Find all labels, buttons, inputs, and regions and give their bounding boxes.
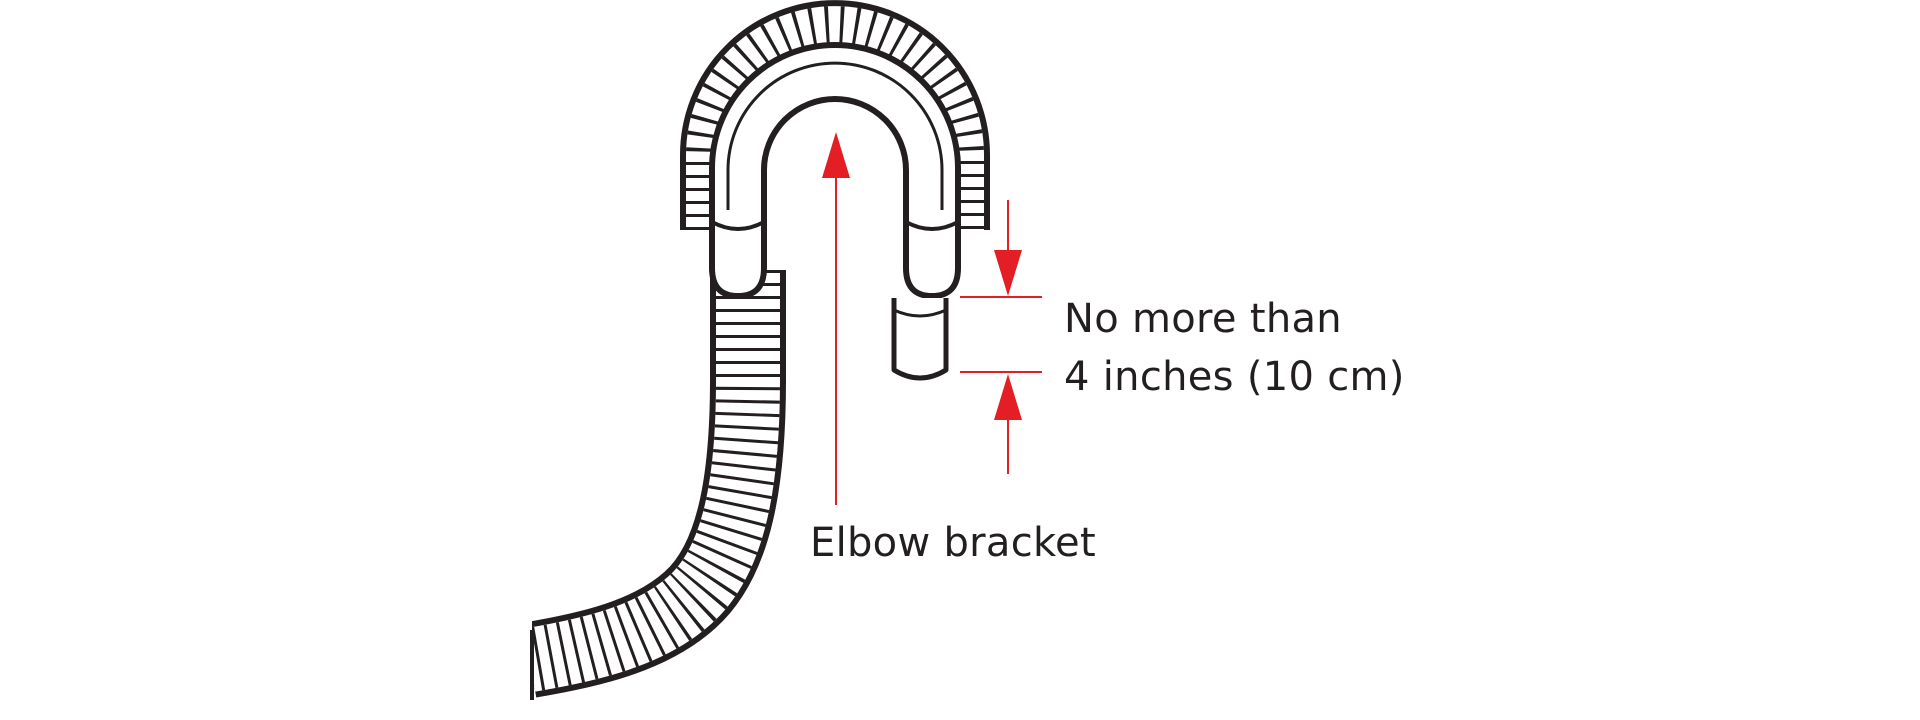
height-limit-label-line2: 4 inches (10 cm) bbox=[1064, 354, 1405, 400]
elbow-bracket-icon bbox=[709, 42, 961, 299]
elbow-pointer-arrow-icon bbox=[822, 132, 850, 505]
elbow-bracket-label: Elbow bracket bbox=[810, 520, 1096, 566]
height-limit-label-line1: No more than bbox=[1064, 296, 1342, 342]
height-dimension-icon bbox=[960, 200, 1042, 474]
hose-outlet-icon bbox=[891, 298, 949, 381]
corrugated-hose-body-icon bbox=[470, 270, 786, 720]
